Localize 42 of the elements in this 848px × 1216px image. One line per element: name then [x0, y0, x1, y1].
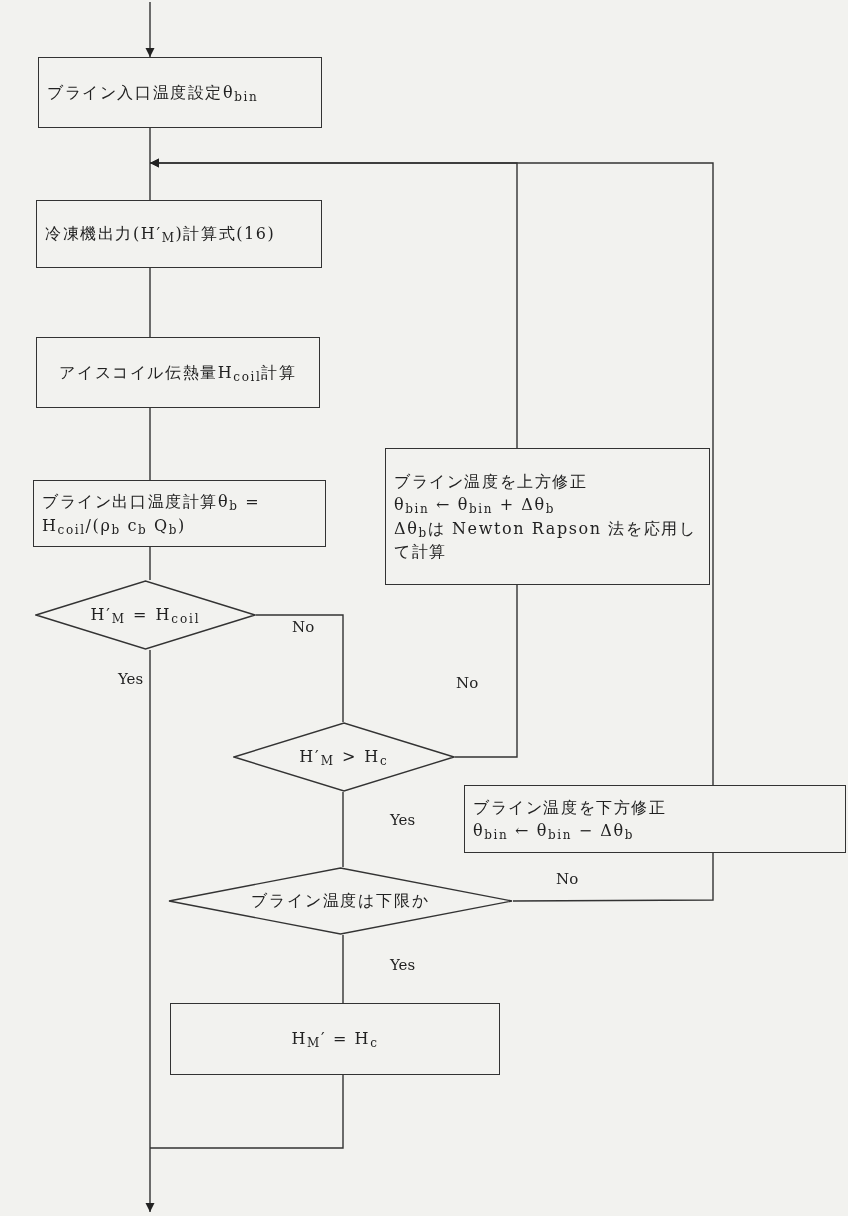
process-box: [170, 1003, 500, 1075]
process-text: θ$_{bin}$ ← θ$_{bin}$ − Δθ$_{b}$: [473, 820, 636, 843]
arrow: [145, 649, 155, 1213]
process-box: [38, 57, 322, 128]
connector-line: [342, 934, 344, 1004]
condition-text: H′$_{M}$ > H$_{c}$: [299, 747, 389, 767]
arrow: [145, 1, 155, 58]
process-text: θ$_{bin}$ ← θ$_{bin}$ + Δθ$_{b}$: [394, 494, 557, 517]
process-text: ブライン温度を下方修正: [473, 796, 668, 819]
connector-line: [342, 791, 344, 868]
edge-label: No: [456, 676, 479, 691]
edge-label: Yes: [118, 672, 144, 687]
decision-diamond: [168, 867, 513, 935]
condition-text: H′$_{M}$ = H$_{coil}$: [90, 605, 201, 625]
connector-line: [255, 614, 344, 723]
edge-label: No: [292, 620, 315, 635]
process-box: [36, 337, 320, 408]
process-box: [36, 200, 322, 268]
process-box: [33, 480, 326, 547]
decision-diamond: [35, 580, 256, 650]
connector-line: [149, 407, 151, 481]
arrow: [149, 158, 714, 786]
connector-line: [454, 584, 518, 758]
process-box: [385, 448, 710, 585]
connector-line: [149, 546, 151, 581]
condition-text: ブライン温度は下限か: [250, 891, 431, 911]
process-text: アイスコイル伝熱量H$_{coil}$計算: [59, 361, 297, 385]
process-text: ブライン入口温度設定θ$_{bin}$: [47, 81, 260, 105]
connector-line: [512, 852, 714, 902]
process-text: H$_{M}$′ = H$_{c}$: [291, 1028, 379, 1051]
process-box: [464, 785, 846, 853]
process-text: Δθ$_{b}$は Newton Rapson 法を応用して計算: [394, 517, 698, 563]
connector-line: [149, 267, 151, 338]
connector-line: [149, 127, 151, 201]
edge-label: No: [556, 872, 579, 887]
edge-label: Yes: [390, 813, 416, 828]
edge-label: Yes: [390, 958, 416, 973]
decision-diamond: [233, 722, 455, 792]
connector-line: [149, 1074, 344, 1149]
process-text: ブライン温度を上方修正: [394, 471, 589, 494]
process-text: ブライン出口温度計算θ$_{b}$ = H$_{coil}$/(ρ$_{b}$ c$_{b}$ Q$_{b}$): [42, 491, 262, 537]
process-text: 冷凍機出力(H′$_{M}$)計算式(16): [45, 223, 277, 246]
